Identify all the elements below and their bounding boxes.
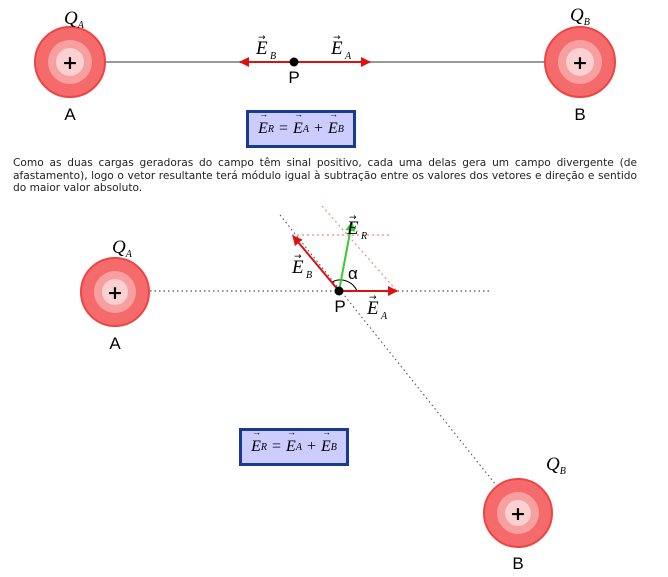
svg-text:→: → [258, 33, 266, 43]
charge-sign: + [510, 503, 526, 525]
svg-text:→: → [369, 293, 377, 303]
point-p-dot [334, 286, 344, 296]
svg-text:E: E [291, 257, 304, 278]
formula-term-a-sub: A [302, 123, 309, 135]
formula-term-b: E [321, 427, 331, 456]
svg-text:B: B [270, 51, 276, 62]
charge-sign: + [62, 52, 78, 74]
formula-term-b-sub: B [330, 441, 337, 453]
svg-text:B: B [306, 270, 312, 281]
formula-term-a: E [286, 427, 296, 456]
formula-equals: = [279, 120, 289, 137]
formula-lhs-sub: R [267, 123, 275, 135]
angle-alpha-label: α [348, 264, 358, 283]
vector-ea-label: E A → [330, 33, 352, 62]
charge-b-symbol: QB [546, 454, 566, 477]
vector-eb-label: E B → [255, 33, 276, 62]
svg-text:→: → [333, 33, 341, 43]
formula-term-a-sub: A [295, 441, 302, 453]
point-p-label: P [334, 297, 345, 316]
point-p-label: P [288, 68, 299, 87]
vector-ea-label: E A → [366, 293, 388, 322]
formula-plus: + [306, 438, 316, 455]
resultant-formula-1: ER = EA + EB [246, 109, 356, 148]
svg-text:E: E [366, 298, 379, 319]
formula-equals: = [272, 438, 282, 455]
charge-a: + [80, 257, 150, 327]
svg-text:A: A [344, 51, 352, 62]
svg-text:E: E [255, 38, 268, 59]
charge-b-label: B [512, 554, 523, 573]
svg-text:E: E [330, 38, 343, 59]
svg-text:E: E [346, 218, 359, 239]
charge-a: + [34, 26, 106, 98]
charge-sign: + [572, 52, 588, 74]
svg-text:→: → [349, 213, 357, 223]
charge-a-symbol: QA [64, 8, 85, 31]
formula-plus: + [313, 120, 323, 137]
parallelogram-guide-diagonal [321, 205, 398, 292]
svg-text:R: R [360, 231, 367, 242]
charge-a-label: A [109, 334, 121, 353]
angle-arc [331, 279, 358, 292]
diagram-collinear: + QA A + QB B P E B → E A → [34, 5, 616, 124]
resultant-formula-2: ER = EA + EB [239, 427, 349, 466]
charge-b: + [483, 478, 553, 548]
charge-b-label: B [574, 105, 585, 124]
vector-eb-arrow [292, 235, 340, 292]
formula-term-b-sub: B [337, 123, 344, 135]
vector-er-arrow [338, 221, 356, 292]
charge-b: + [544, 26, 616, 98]
vector-eb-label: E B → [291, 252, 312, 281]
point-p-dot [289, 57, 299, 67]
charge-a-label: A [64, 105, 76, 124]
formula-term-a: E [293, 109, 303, 138]
svg-text:→: → [294, 252, 302, 262]
diagram-angled: + QA A + QB B P α E B → E A → E R → [80, 205, 566, 573]
vector-er-label: E R → [346, 213, 367, 242]
charge-sign: + [107, 282, 123, 304]
formula-lhs: E [258, 109, 268, 138]
svg-text:A: A [380, 311, 388, 322]
charge-a-symbol: QA [112, 237, 133, 260]
formula-term-b: E [328, 109, 338, 138]
formula-lhs-sub: R [260, 441, 268, 453]
formula-lhs: E [251, 427, 261, 456]
explanation-text: Como as duas cargas geradoras do campo t… [13, 157, 637, 194]
charge-b-symbol: QB [570, 5, 590, 28]
line-b-p [279, 214, 497, 486]
